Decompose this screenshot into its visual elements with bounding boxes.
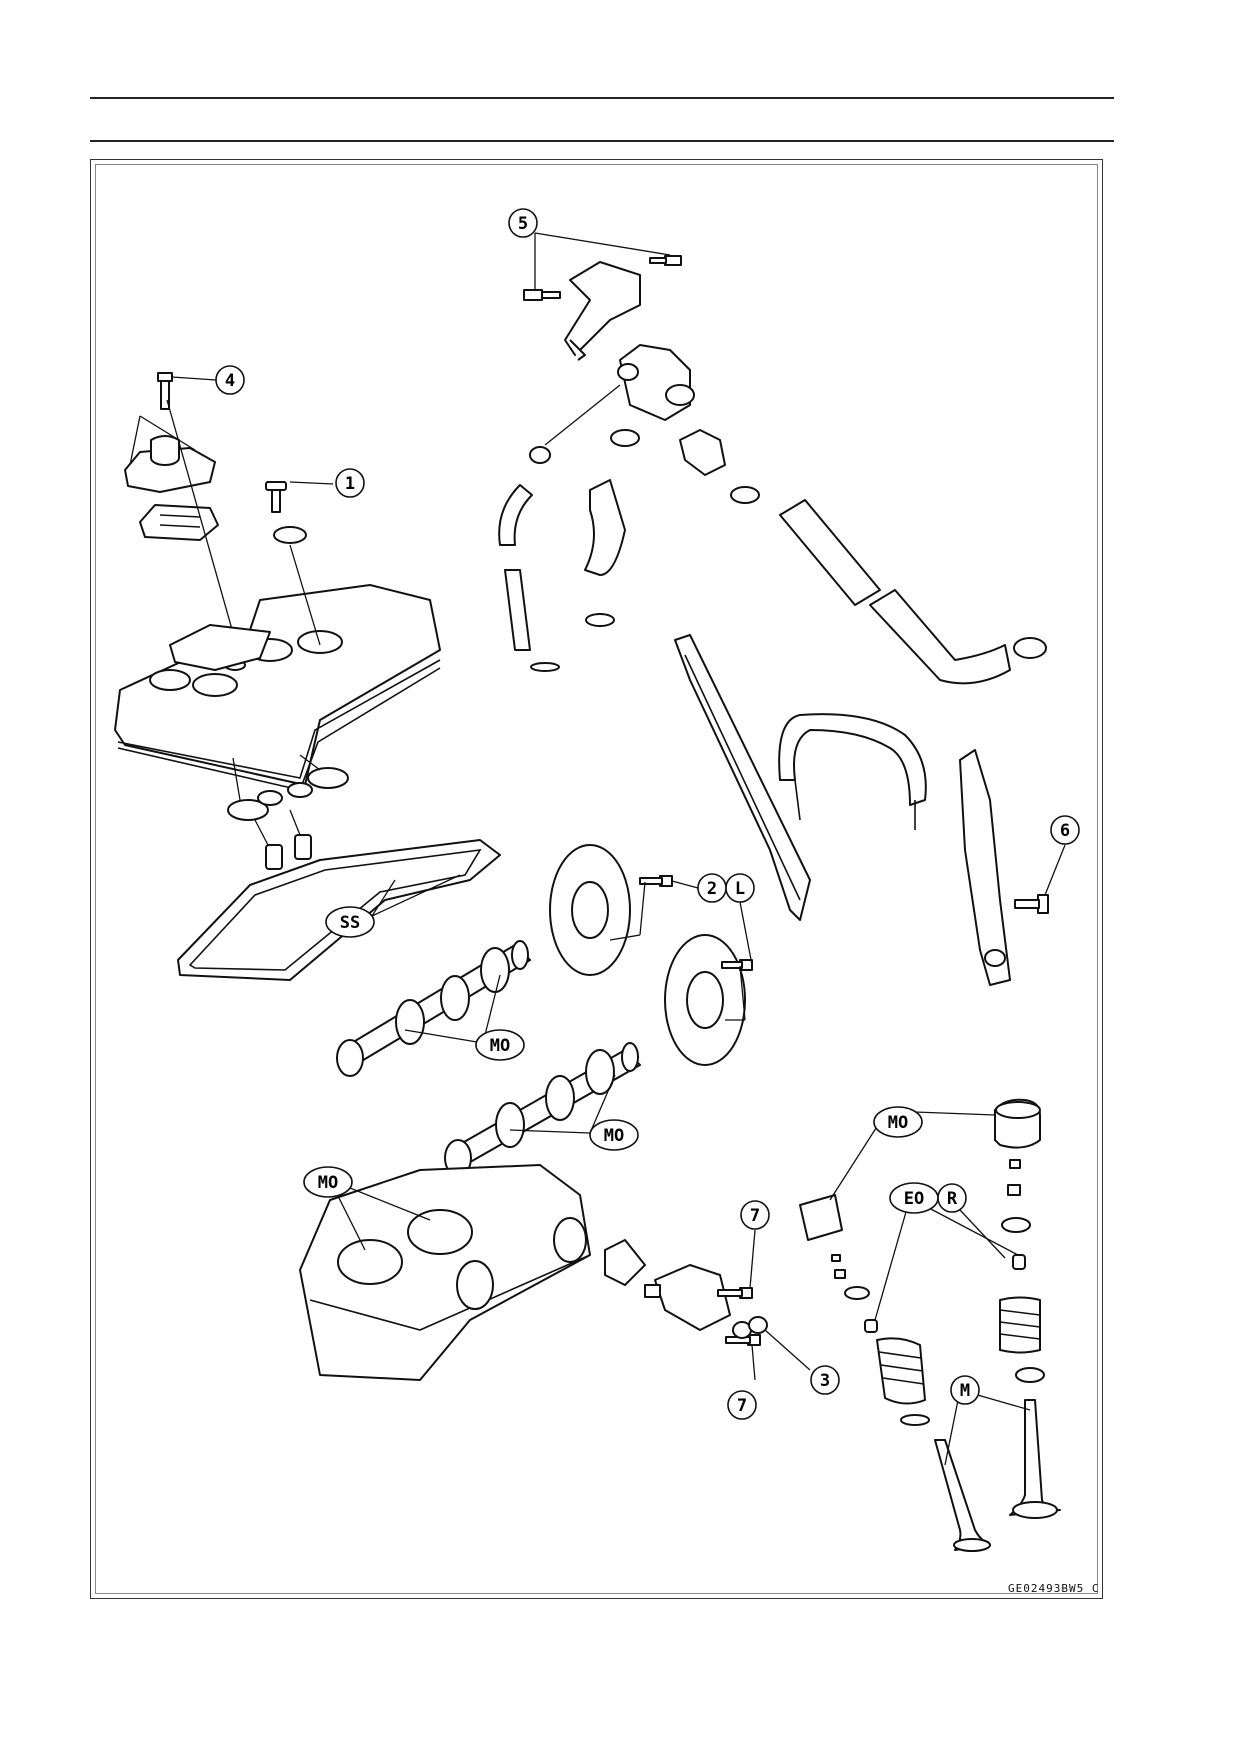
tensioner-cap (748, 1316, 768, 1334)
callout-r-label: R (947, 1189, 958, 1209)
callout-mo-cam1-label: MO (490, 1036, 510, 1056)
bolts-5 (523, 255, 682, 301)
cylinder-head-cover (114, 584, 441, 791)
callout-2-l: 2 L (697, 873, 755, 903)
diagram-frame (90, 159, 1103, 1599)
chain-guide-rear (959, 749, 1011, 986)
bolt-1 (265, 481, 287, 513)
bolts-7 (717, 1287, 761, 1346)
suction-valve (617, 344, 695, 421)
header-rule-bottom (90, 140, 1114, 142)
callout-5: 5 (508, 208, 538, 238)
hose-clamp-3 (529, 446, 551, 464)
figure-code: GE02493BW5 C (1008, 1582, 1100, 1595)
callout-6: 6 (1050, 815, 1080, 845)
callout-7-upper-label: 7 (750, 1206, 760, 1226)
callout-4-label: 4 (225, 371, 235, 391)
callout-ss-label: SS (340, 913, 360, 933)
cam-chain (778, 713, 927, 830)
callout-7-lower-label: 7 (737, 1396, 747, 1416)
diagram-frame-inner (95, 164, 1098, 1594)
bolt-6 (1014, 894, 1049, 914)
callout-3-label: 3 (820, 1371, 830, 1391)
callout-eo-r: EO R (889, 1182, 967, 1214)
callout-l-label: L (735, 879, 745, 899)
hose-clamp-1 (730, 486, 760, 504)
pipe-seal (530, 662, 560, 672)
callout-mo-head-label: MO (318, 1173, 338, 1193)
valve-lifter-small (799, 1194, 843, 1241)
washer (273, 526, 307, 544)
exhaust-valve-parts (999, 1159, 1061, 1519)
hose-long-b (869, 589, 1011, 685)
callout-1-label: 1 (345, 474, 355, 494)
header-rule-top (90, 97, 1114, 99)
hose-long-a (779, 499, 881, 606)
hose-elbow (584, 479, 626, 576)
chain-guide-front (674, 634, 811, 921)
valve-lifter-large (994, 1098, 1041, 1149)
hose-short (498, 484, 533, 546)
callout-mo-lifter: MO (873, 1106, 923, 1138)
callout-5-label: 5 (518, 214, 528, 234)
sprocket-upper (549, 844, 631, 976)
cam-chain-tensioner (644, 1264, 731, 1331)
callout-m: M (950, 1375, 980, 1405)
callout-eo-label: EO (904, 1189, 924, 1209)
sprocket-lower (664, 934, 746, 1066)
camshaft-intake (444, 1042, 641, 1177)
suction-valve-cover (124, 435, 216, 493)
callout-7-upper: 7 (740, 1200, 770, 1230)
hose-clamp-2 (610, 429, 640, 447)
callout-mo-cam2: MO (589, 1119, 639, 1151)
hose-clamp-5 (1013, 637, 1047, 659)
sprocket-bolts-2 (639, 875, 753, 971)
valve-housing (679, 429, 726, 476)
callout-2-label: 2 (707, 879, 717, 899)
cover-seals (227, 767, 349, 870)
intake-valve-parts (831, 1254, 991, 1552)
suction-valve-gasket (139, 504, 219, 541)
cylinder-head (299, 1164, 591, 1381)
bolt-4 (157, 372, 173, 410)
callout-6-label: 6 (1060, 821, 1070, 841)
callout-4: 4 (215, 365, 245, 395)
suction-bracket (564, 261, 641, 361)
pipe (504, 569, 531, 651)
callout-3: 3 (810, 1365, 840, 1395)
callout-mo-lifter-label: MO (888, 1113, 908, 1133)
callout-ss: SS (325, 906, 375, 938)
callout-1: 1 (335, 468, 365, 498)
tensioner-gasket (604, 1239, 646, 1286)
callout-m-label: M (960, 1381, 970, 1401)
callout-mo-head: MO (303, 1166, 353, 1198)
callout-mo-cam2-label: MO (604, 1126, 624, 1146)
callout-mo-cam1: MO (475, 1029, 525, 1061)
hose-clamp-4 (585, 613, 615, 627)
camshaft-exhaust (336, 940, 531, 1077)
callout-7-lower: 7 (727, 1390, 757, 1420)
